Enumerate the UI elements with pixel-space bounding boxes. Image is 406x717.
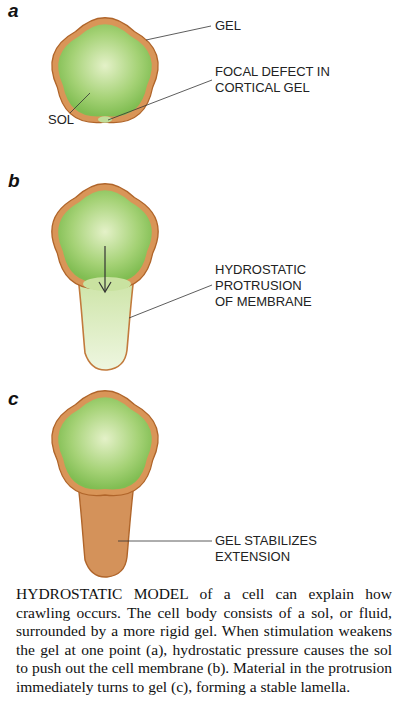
part-label: GEL STABILIZES EXTENSION (215, 533, 345, 565)
gel-opening (83, 277, 131, 291)
figure-caption: HYDROSTATIC MODEL of a cell can explain … (16, 585, 392, 696)
part-label: SOL (48, 112, 108, 128)
panel-letter: a (8, 0, 38, 22)
panel-letter: c (8, 388, 38, 410)
cell-c (52, 391, 158, 577)
leader-line (146, 26, 211, 40)
membrane-protrusion (77, 268, 135, 370)
leader-line (70, 93, 90, 113)
flow-arrow (104, 246, 105, 291)
part-label: FOCAL DEFECT IN CORTICAL GEL (215, 64, 365, 96)
gel-layer (52, 391, 158, 496)
cell-b (52, 184, 158, 370)
arrow-head (99, 282, 111, 292)
part-label: HYDROSTATIC PROTRUSION OF MEMBRANE (215, 262, 317, 310)
leader-line (118, 541, 212, 542)
sol-body (58, 24, 152, 116)
part-label: GEL (215, 18, 335, 34)
leader-line (129, 285, 212, 318)
panel-letter: b (8, 170, 38, 192)
sol-body (58, 397, 152, 489)
leader-line (108, 80, 212, 120)
